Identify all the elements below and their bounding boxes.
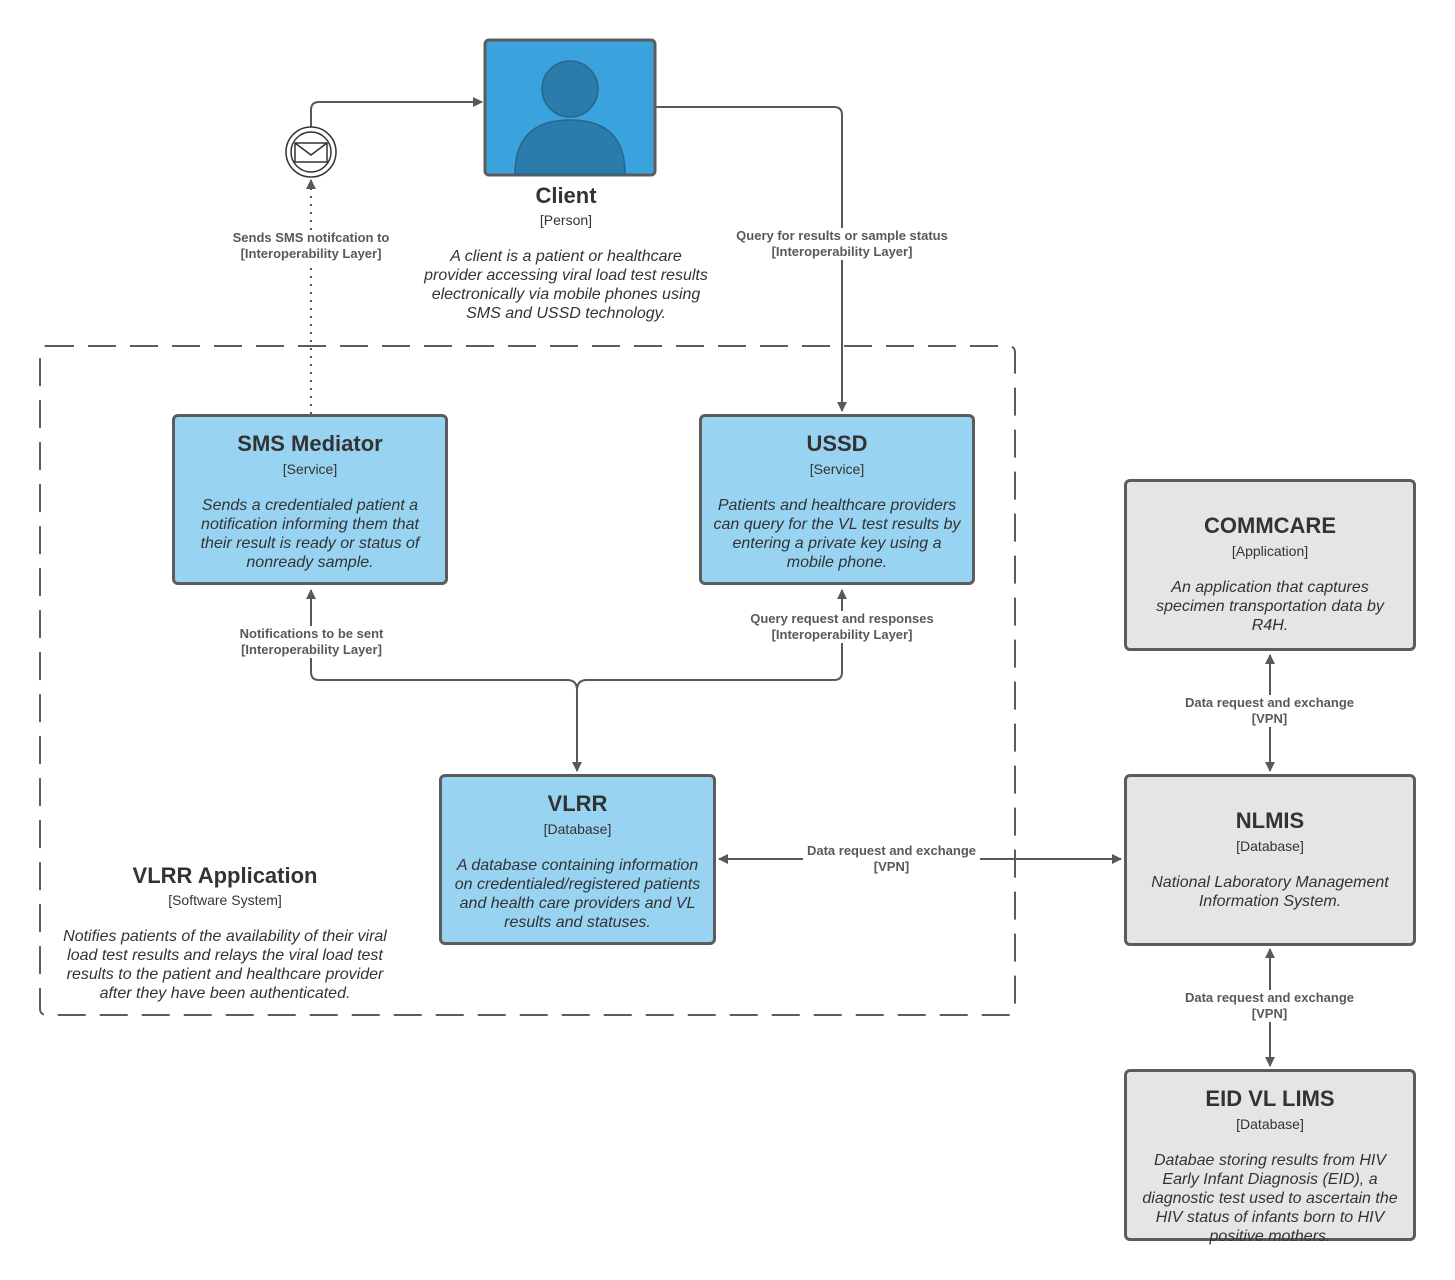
client-description: A client is a patient or healthcare prov…: [424, 248, 708, 322]
vlrr-application-text: VLRR Application [Software System] Notif…: [62, 863, 388, 1003]
nlmis-type: [Database]: [1236, 838, 1304, 854]
edge-label-line: Query for results or sample status: [736, 228, 948, 243]
edge-label-line: [VPN]: [1251, 711, 1288, 726]
edge-label-line: Data request and exchange: [806, 843, 977, 858]
boundary-type: [Software System]: [168, 892, 282, 908]
bus-to-ussd-edge: [576, 589, 847, 691]
vlrr-title: VLRR: [547, 791, 608, 816]
edge-label-vlrr-to-sms: Notifications to be sent [Interoperabili…: [234, 626, 389, 658]
bus-to-sms-edge: [306, 589, 578, 691]
edge-label-line: Data request and exchange: [1184, 695, 1355, 710]
commcare-title: COMMCARE: [1204, 513, 1336, 538]
edge-label-line: [VPN]: [1251, 1006, 1288, 1021]
edge-label-vlrr-to-ussd: Query request and responses [Interoperab…: [745, 611, 939, 643]
boundary-description: Notifies patients of the availability of…: [63, 928, 387, 1002]
commcare-description: An application that captures specimen tr…: [1156, 579, 1384, 634]
edge-label-sms-to-client: Sends SMS notifcation to [Interoperabili…: [226, 230, 396, 262]
edge-label-vlrr-nlmis: Data request and exchange [VPN]: [803, 843, 980, 875]
edge-label-line: Notifications to be sent: [239, 626, 384, 641]
edge-label-line: [Interoperability Layer]: [771, 627, 913, 642]
ussd-description: Patients and healthcare providers can qu…: [713, 497, 961, 571]
sms-mediator-box[interactable]: SMS Mediator [Service] Sends a credentia…: [172, 414, 448, 585]
commcare-box[interactable]: COMMCARE [Application] An application th…: [1124, 479, 1416, 651]
sms-mediator-title: SMS Mediator: [237, 431, 383, 456]
person-icon: [514, 60, 626, 175]
edge-label-nlmis-eid: Data request and exchange [VPN]: [1181, 990, 1358, 1022]
vlrr-application-boundary: [39, 345, 1016, 1016]
client-person-box[interactable]: [483, 38, 657, 177]
sms-mediator-description: Sends a credentialed patient a notificat…: [200, 497, 420, 571]
vlrr-box[interactable]: VLRR [Database] A database containing in…: [439, 774, 716, 945]
edge-label-commcare-nlmis: Data request and exchange [VPN]: [1181, 695, 1358, 727]
edge-label-line: [Interoperability Layer]: [240, 246, 382, 261]
client-to-ussd-edge: [655, 106, 847, 412]
eid-title: EID VL LIMS: [1205, 1086, 1335, 1111]
client-type: [Person]: [539, 212, 593, 228]
eid-vl-lims-box[interactable]: EID VL LIMS [Database] Databae storing r…: [1124, 1069, 1416, 1245]
edge-label-client-to-ussd: Query for results or sample status [Inte…: [730, 228, 954, 260]
nlmis-title: NLMIS: [1235, 808, 1305, 833]
ussd-box[interactable]: USSD [Service] Patients and healthcare p…: [699, 414, 975, 585]
nlmis-box[interactable]: NLMIS [Database] National Laboratory Man…: [1124, 774, 1416, 946]
edge-label-line: Query request and responses: [750, 611, 934, 626]
client-title: Client: [535, 183, 597, 208]
nlmis-description: National Laboratory Management Informati…: [1151, 874, 1389, 910]
edge-label-line: [Interoperability Layer]: [771, 244, 913, 259]
vlrr-type: [Database]: [543, 821, 612, 837]
sms-mediator-type: [Service]: [282, 461, 338, 477]
eid-type: [Database]: [1236, 1116, 1304, 1132]
eid-description: Databae storing results from HIV Early I…: [1142, 1152, 1398, 1245]
envelope-to-client-edge: [310, 97, 483, 131]
edge-label-line: [Interoperability Layer]: [241, 642, 382, 657]
commcare-type: [Application]: [1231, 543, 1309, 559]
boundary-title: VLRR Application: [132, 863, 318, 888]
ussd-type: [Service]: [809, 461, 865, 477]
ussd-title: USSD: [806, 431, 868, 456]
edge-label-line: [VPN]: [873, 859, 910, 874]
edge-label-line: Sends SMS notifcation to: [232, 230, 390, 245]
edge-label-line: Data request and exchange: [1184, 990, 1355, 1005]
vlrr-description: A database containing information on cre…: [454, 857, 701, 931]
envelope-icon: [285, 126, 337, 178]
client-text: Client [Person] A client is a patient or…: [420, 183, 712, 323]
